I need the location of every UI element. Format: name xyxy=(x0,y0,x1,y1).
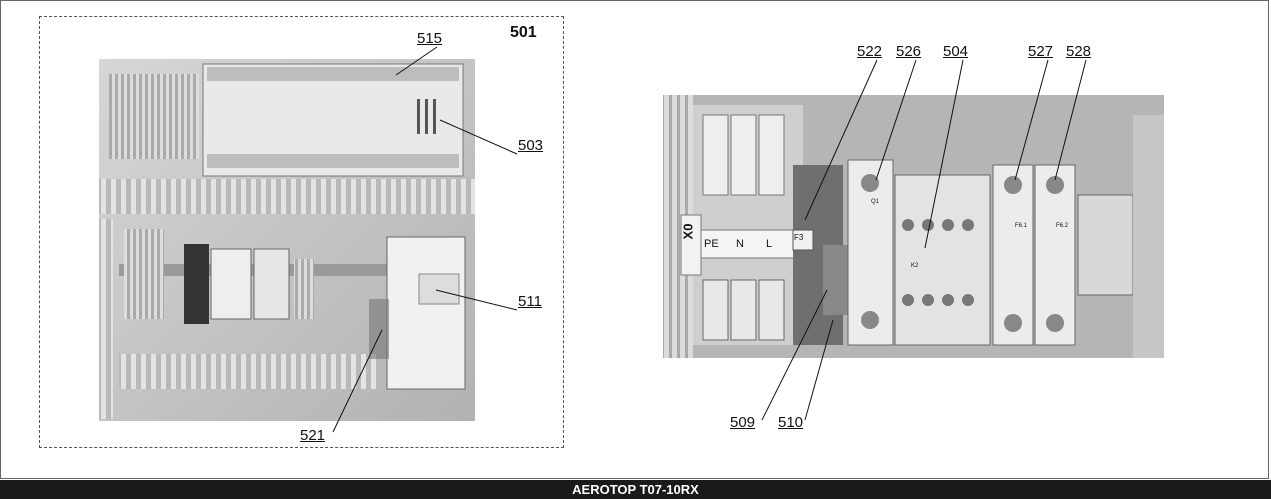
terminal-label-n: N xyxy=(736,238,744,250)
control-panel-photo xyxy=(99,59,475,421)
callout-521: 521 xyxy=(300,427,326,444)
terminal-label-x0: X0 xyxy=(680,223,696,240)
contactor-label-k2: K2 xyxy=(911,263,919,269)
callout-515: 515 xyxy=(417,30,443,47)
fuse-label-f3: F3 xyxy=(794,233,804,242)
callout-511: 511 xyxy=(518,293,542,310)
assembly-501-boundary xyxy=(39,16,564,448)
assembly-label-501: 501 xyxy=(510,24,537,41)
callout-522: 522 xyxy=(857,43,883,60)
breaker-label-q1: Q1 xyxy=(871,199,880,205)
terminal-label-pe: PE xyxy=(704,238,719,250)
callout-528: 528 xyxy=(1066,43,1092,60)
callout-526: 526 xyxy=(896,43,922,60)
terminal-label-l: L xyxy=(766,238,773,250)
page-frame xyxy=(0,0,1269,479)
terminal-block-photo: X0 PE N L F3 Q1 K2 F6.1 F6.2 xyxy=(663,95,1164,358)
callout-527: 527 xyxy=(1028,43,1054,60)
callout-509: 509 xyxy=(730,414,756,431)
breaker-label-f61: F6.1 xyxy=(1015,223,1028,229)
footer-title-bar: AEROTOP T07-10RX xyxy=(0,480,1271,499)
breaker-label-f62: F6.2 xyxy=(1056,223,1069,229)
callout-503: 503 xyxy=(518,137,544,154)
callout-504: 504 xyxy=(943,43,969,60)
callout-510: 510 xyxy=(778,414,804,431)
